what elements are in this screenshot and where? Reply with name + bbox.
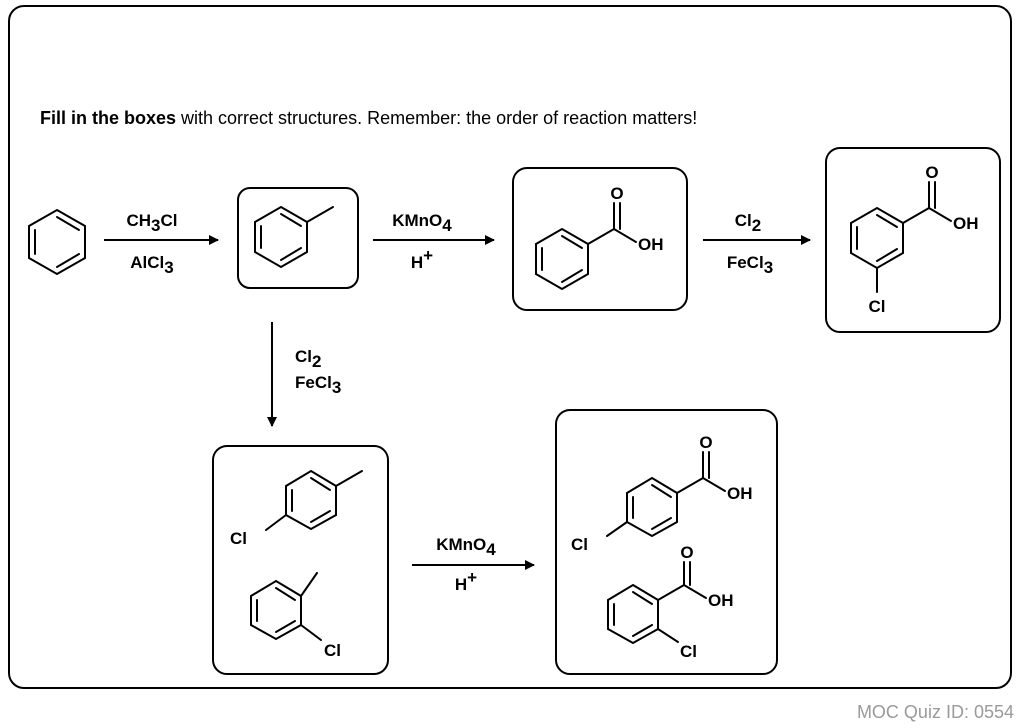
- answer-box-chlorotoluenes[interactable]: [212, 445, 389, 675]
- reagent-5-top: KMnO4: [436, 535, 496, 559]
- reagent-3-bottom: FeCl3: [727, 253, 773, 277]
- reagent-2-bottom: H+: [411, 246, 433, 272]
- 2-chlorobenzoic-acid-structure: [607, 561, 707, 645]
- answer-box-3-chlorobenzoic-acid[interactable]: [825, 147, 1001, 333]
- reagent-4-bottom: FeCl3: [295, 373, 341, 397]
- 4-chlorotoluene-chlorine-label: Cl: [230, 529, 247, 548]
- 3-chlorobenzoic-acid-structure: [850, 181, 952, 293]
- reagent-1-top: CH3Cl: [126, 211, 177, 235]
- benzoic-oxygen-label: O: [610, 184, 623, 203]
- 3-chloro-oxygen-label: O: [925, 163, 938, 182]
- instruction-bold: Fill in the boxes: [40, 108, 177, 128]
- answer-box-chlorobenzoic-acids[interactable]: [555, 409, 778, 675]
- 2-chloro-oxygen-label: O: [680, 543, 693, 562]
- answer-box-toluene[interactable]: [237, 187, 359, 289]
- toluene-structure: [254, 205, 334, 269]
- 4-chloro-hydroxyl-label: OH: [727, 484, 753, 503]
- 2-chloro-chlorine-label: Cl: [680, 642, 697, 661]
- instruction-text: Fill in the boxes with correct structure…: [40, 108, 697, 129]
- 4-chloro-chlorine-label: Cl: [571, 535, 588, 554]
- reagent-4-top: Cl2: [295, 347, 321, 371]
- reagent-5-bottom: H+: [455, 568, 477, 594]
- quiz-id-label: MOC Quiz ID: 0554: [856, 702, 1014, 722]
- 3-chloro-hydroxyl-label: OH: [953, 214, 979, 233]
- 2-chloro-hydroxyl-label: OH: [708, 591, 734, 610]
- answer-box-benzoic-acid[interactable]: [512, 167, 688, 311]
- benzoic-acid-structure: [535, 202, 637, 291]
- 4-chlorotoluene-structure: [265, 469, 363, 531]
- 3-chloro-chlorine-label: Cl: [869, 297, 886, 316]
- benzene-structure: [28, 208, 86, 276]
- 2-chlorotoluene-structure: [250, 572, 322, 641]
- benzoic-hydroxyl-label: OH: [638, 235, 664, 254]
- 4-chloro-oxygen-label: O: [699, 433, 712, 452]
- 2-chlorotoluene-chlorine-label: Cl: [324, 641, 341, 660]
- reagent-3-top: Cl2: [735, 211, 761, 235]
- instruction-rest: with correct structures. Remember: the o…: [176, 108, 698, 128]
- reagent-2-top: KMnO4: [392, 211, 452, 235]
- reagent-1-bottom: AlCl3: [130, 253, 173, 277]
- 4-chlorobenzoic-acid-structure: [606, 451, 726, 538]
- quiz-frame: [8, 5, 1012, 689]
